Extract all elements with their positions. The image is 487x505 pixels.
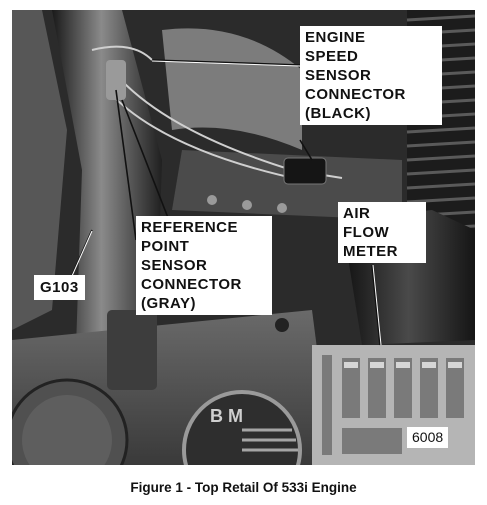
leader-lines — [71, 59, 381, 346]
svg-text:B M: B M — [210, 406, 243, 426]
bmw-emblem: B M — [182, 390, 302, 465]
air-flow-meter-label: AIR FLOW METER — [338, 202, 426, 263]
upper-manifold — [162, 28, 302, 150]
oil-cap-inner — [22, 395, 112, 465]
engine-speed-sensor-label: ENGINE SPEED SENSOR CONNECTOR (BLACK) — [300, 26, 442, 125]
rail-bolts — [207, 195, 287, 213]
reference-point-sensor-label: REFERENCE POINT SENSOR CONNECTOR (GRAY) — [136, 216, 272, 315]
left-panel — [12, 10, 67, 330]
leader-lines-highlight — [71, 60, 382, 346]
photo-code-label: 6008 — [407, 427, 449, 448]
ground-g103-label: G103 — [34, 275, 85, 300]
figure-caption: Figure 1 - Top Retail Of 533i Engine — [130, 480, 357, 495]
engine-photo: B M — [12, 10, 475, 465]
bracket — [107, 310, 157, 390]
cover-bolt — [275, 318, 289, 332]
reference-point-connector — [106, 60, 126, 100]
air-flow-meter-housing — [312, 345, 475, 465]
engine-speed-connector — [283, 157, 327, 185]
sensor-wires — [91, 45, 343, 181]
